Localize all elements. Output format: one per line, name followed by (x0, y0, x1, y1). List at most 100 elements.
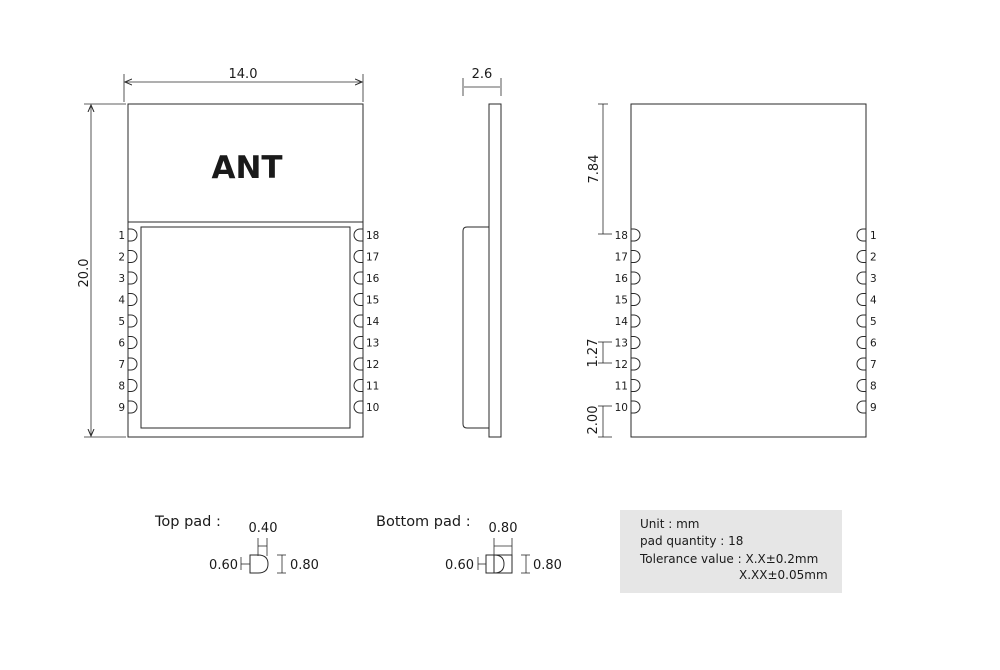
castellated-pad (631, 271, 641, 285)
pin-number-label: 15 (615, 295, 628, 307)
castellated-pad (856, 293, 866, 306)
top-height-dim-label: 20.0 (77, 259, 92, 288)
castellated-pad (631, 293, 641, 306)
pin-number-label: 2 (870, 252, 877, 264)
pin-number-label: 1 (118, 230, 125, 242)
bottom-pad-curve (485, 554, 505, 574)
castellated-pad (128, 357, 138, 371)
pin-number-label: 17 (366, 252, 379, 264)
castellated-pad (353, 293, 363, 306)
castellated-pad (128, 314, 138, 328)
unit-note: Unit : mm (640, 517, 700, 531)
castellated-pad (631, 250, 641, 263)
pin-number-label: 18 (366, 230, 379, 242)
pin-number-label: 5 (870, 316, 877, 328)
castellated-pad (353, 379, 363, 392)
pin-number-label: 6 (870, 338, 877, 350)
pin-number-label: 18 (615, 230, 628, 242)
tolerance-note-2: X.XX±0.05mm (739, 568, 828, 582)
pin-number-label: 3 (870, 273, 877, 285)
bottom-pad-dim-left: 0.60 (445, 558, 474, 573)
pin-number-label: 13 (366, 338, 379, 350)
castellated-pad (856, 379, 866, 392)
top-pad-dim-right: 0.80 (290, 558, 319, 573)
castellated-pad (128, 336, 138, 349)
castellated-pad (128, 379, 138, 392)
castellated-pad (128, 271, 138, 285)
pin-number-label: 7 (870, 359, 877, 371)
castellated-pad (856, 357, 866, 371)
castellated-pad (353, 250, 363, 263)
top-pad-dim-top: 0.40 (249, 521, 278, 536)
pin-number-label: 11 (615, 381, 628, 393)
side-pcb (488, 103, 502, 438)
bottom-edge-dim-label: 2.00 (586, 406, 601, 435)
side-shield (462, 226, 489, 429)
pin-number-label: 6 (118, 338, 125, 350)
castellated-pad (856, 314, 866, 328)
castellated-pad (353, 357, 363, 371)
castellated-pad (353, 271, 363, 285)
pin-number-label: 17 (615, 252, 628, 264)
pin-number-label: 3 (118, 273, 125, 285)
tolerance-note: Tolerance value : X.X±0.2mm (640, 552, 819, 566)
castellated-pad (631, 357, 641, 371)
bottom-pad-title: Bottom pad : (376, 514, 471, 530)
pin-number-label: 10 (615, 402, 628, 414)
pin-number-label: 12 (366, 359, 379, 371)
pin-number-label: 4 (870, 295, 877, 307)
castellated-pad (631, 400, 641, 414)
pad-quantity-note: pad quantity : 18 (640, 534, 744, 548)
pin-number-label: 7 (118, 359, 125, 371)
castellated-pad (128, 228, 138, 242)
castellated-pad (856, 250, 866, 263)
castellated-pad (631, 336, 641, 349)
pin-number-label: 13 (615, 338, 628, 350)
castellated-pad (631, 379, 641, 392)
pin-number-label: 14 (366, 316, 380, 328)
bottom-pad-shape (493, 554, 513, 574)
castellated-pad (353, 228, 363, 242)
castellated-pad (856, 271, 866, 285)
bottom-module-outline (630, 103, 867, 438)
pin-number-label: 9 (118, 402, 125, 414)
shield-can (140, 226, 351, 429)
top-pad-title: Top pad : (154, 514, 221, 530)
pin-number-label: 16 (366, 273, 380, 285)
castellated-pad (631, 228, 641, 242)
side-view: 2.6 (462, 67, 502, 438)
pin-number-label: 8 (870, 381, 877, 393)
top-module-outline (127, 103, 364, 438)
castellated-pad (128, 250, 138, 263)
bottom-ant-dim-label: 7.84 (587, 155, 602, 184)
top-pad-detail: Top pad : 0.40 0.60 0.80 (154, 514, 319, 574)
pin-number-label: 12 (615, 359, 628, 371)
bottom-pad-dim-top: 0.80 (489, 521, 518, 536)
top-pad-shape (249, 554, 269, 574)
top-width-dim-label: 14.0 (229, 67, 258, 82)
pin-number-label: 5 (118, 316, 125, 328)
castellated-pad (856, 228, 866, 242)
pin-number-label: 10 (366, 402, 379, 414)
bottom-pad-dim-right: 0.80 (533, 558, 562, 573)
pin-number-label: 4 (118, 295, 125, 307)
pin-number-label: 11 (366, 381, 379, 393)
notes-box: Unit : mm pad quantity : 18 Tolerance va… (620, 510, 842, 593)
bottom-pad-detail: Bottom pad : 0.80 0.60 0.80 (376, 514, 562, 574)
pin-number-label: 15 (366, 295, 379, 307)
bottom-pitch-dim-label: 1.27 (586, 339, 601, 368)
pin-number-label: 8 (118, 381, 125, 393)
castellated-pad (856, 400, 866, 414)
castellated-pad (353, 314, 363, 328)
pin-number-label: 1 (870, 230, 877, 242)
castellated-pad (353, 336, 363, 349)
castellated-pad (128, 293, 138, 306)
top-pad-dim-left: 0.60 (209, 558, 238, 573)
